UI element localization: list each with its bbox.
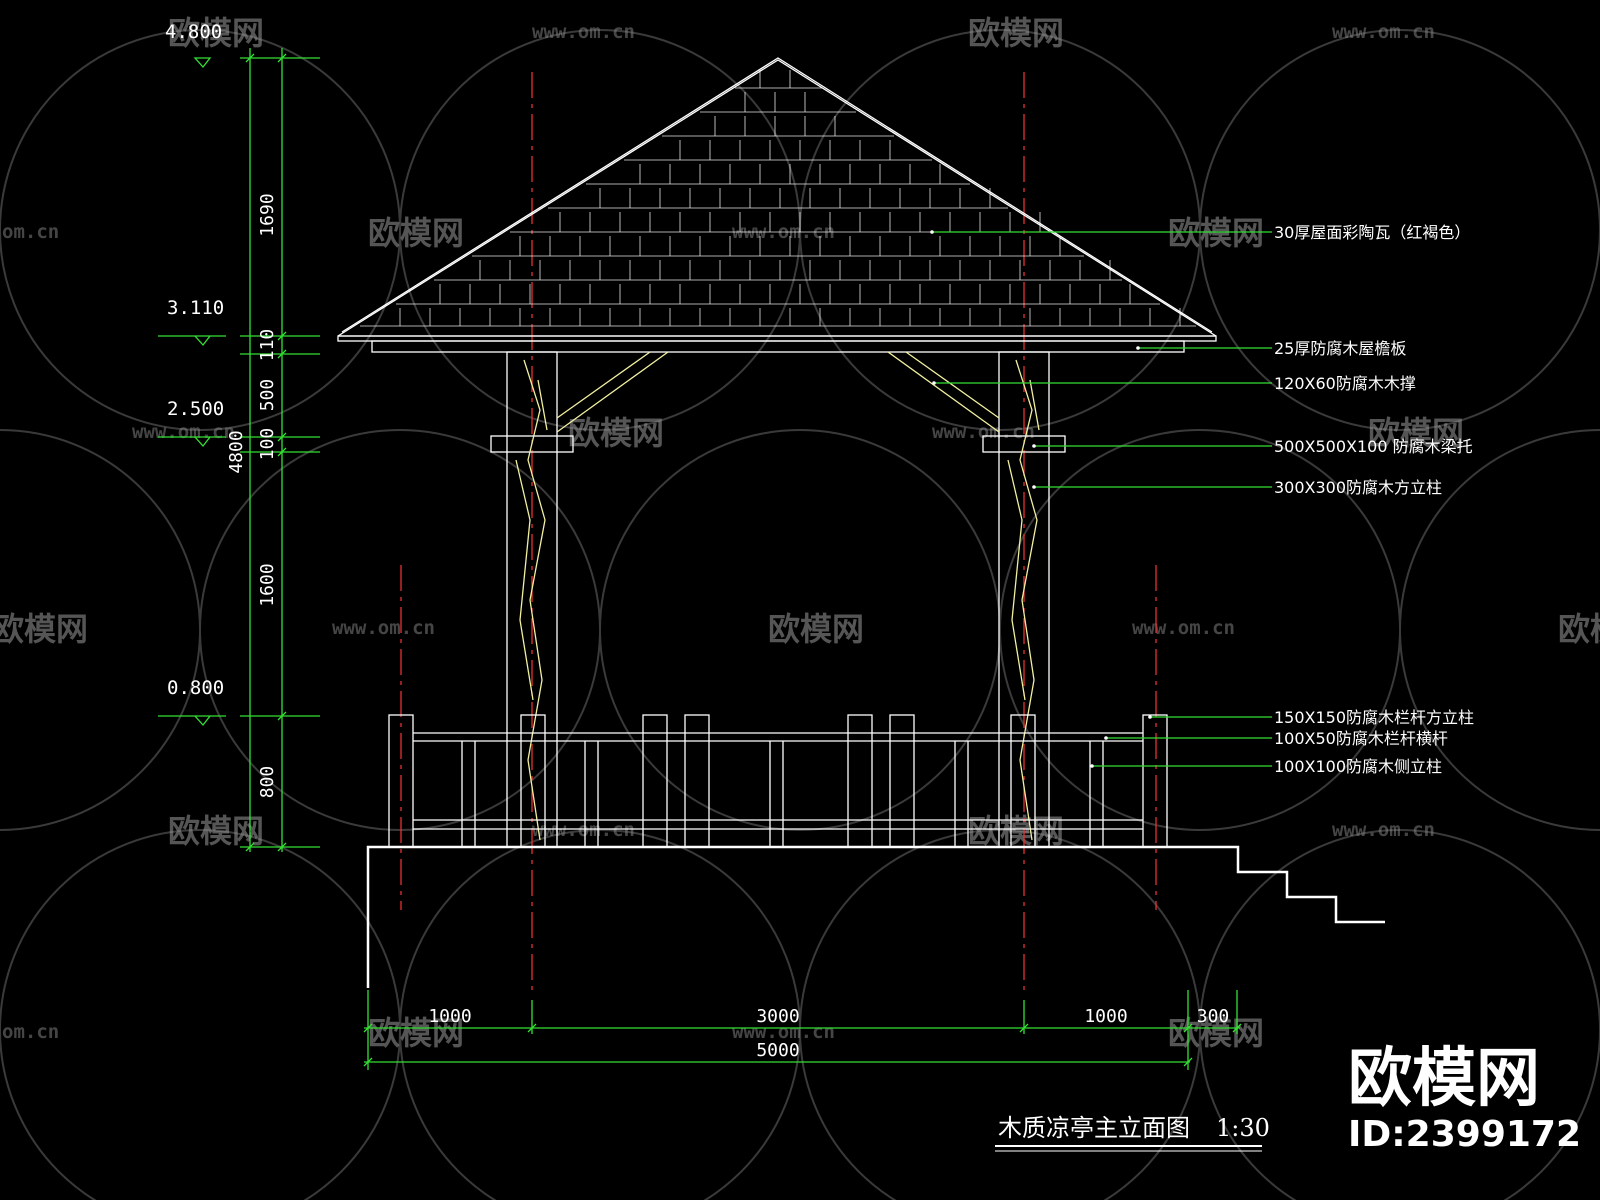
watermark-brand: 欧模网	[568, 414, 664, 452]
watermark-circles	[0, 29, 1600, 1200]
note-corbel: 500X500X100 防腐木梁托	[1274, 437, 1473, 456]
watermark-brand: 欧模网	[168, 14, 264, 52]
dim-500: 500	[257, 379, 278, 412]
watermark-brand: 欧模网	[1368, 414, 1464, 452]
level-2500: 2.500	[167, 398, 224, 420]
watermark-url: www.om.cn	[532, 819, 635, 841]
watermark-url: www.om.cn	[1132, 617, 1235, 639]
dim-1690: 1690	[257, 193, 278, 236]
watermark-url: www.om.cn	[1332, 21, 1435, 43]
platform	[366, 845, 1385, 988]
right-corbel	[982, 435, 1066, 453]
dim-1600: 1600	[257, 563, 278, 606]
watermark-brand: 欧模网	[768, 610, 864, 648]
centerlines	[400, 72, 1157, 995]
watermark-brand: 欧模网	[168, 812, 264, 850]
dim-800: 800	[257, 766, 278, 799]
watermark-brand: 欧模网	[368, 1014, 464, 1052]
watermark-url: om.cn	[2, 1021, 59, 1043]
leaders	[930, 230, 1272, 768]
watermark-url: www.om.cn	[732, 1021, 835, 1043]
brand-watermark: 欧模网 ID:2399172	[1348, 1042, 1581, 1155]
drawing-title: 木质凉亭主立面图	[998, 1114, 1190, 1142]
roof	[337, 57, 1217, 353]
level-3110: 3.110	[167, 297, 224, 319]
eave-board	[371, 340, 1185, 353]
level-4800: 4.800	[165, 21, 222, 43]
dim-300: 300	[1197, 1006, 1230, 1027]
watermark-brand: 欧模网	[1168, 1014, 1264, 1052]
dim-100: 100	[257, 428, 278, 461]
level-0800: 0.800	[167, 677, 224, 699]
watermark-url: www.om.cn	[1332, 819, 1435, 841]
note-brace: 120X60防腐木木撑	[1274, 374, 1416, 393]
note-column: 300X300防腐木方立柱	[1274, 478, 1442, 497]
watermark-brand: 欧模网	[1168, 214, 1264, 252]
watermark-url: om.cn	[2, 221, 59, 243]
left-corbel	[490, 435, 574, 453]
dim-3000: 3000	[756, 1006, 799, 1027]
watermark-url: www.om.cn	[932, 421, 1035, 443]
watermark-url: www.om.cn	[132, 421, 235, 443]
brand-logo-text: 欧模网	[1348, 1042, 1540, 1116]
note-railing-rail: 100X50防腐木栏杆横杆	[1274, 729, 1448, 748]
brand-id: ID:2399172	[1348, 1114, 1581, 1155]
annotations: 30厚屋面彩陶瓦（红褐色） 25厚防腐木屋檐板 120X60防腐木木撑 500X…	[1274, 223, 1474, 776]
watermark-brand: 欧模网	[968, 14, 1064, 52]
watermark-text: 欧模网 www.om.cn 欧模网 www.om.cn om.cn 欧模网 ww…	[0, 14, 1600, 1052]
watermark-url: www.om.cn	[332, 617, 435, 639]
note-eave-board: 25厚防腐木屋檐板	[1274, 339, 1406, 358]
vertical-dimensions: 1690 110 500 100 1600 800 4800 4.800 3.1…	[158, 21, 320, 852]
watermark-brand: 欧模网	[0, 610, 88, 648]
dim-total-5000: 5000	[756, 1040, 799, 1061]
drawing-title-block: 木质凉亭主立面图 1:30	[995, 1114, 1270, 1152]
watermark-brand: 欧模网	[968, 812, 1064, 850]
frame	[490, 351, 1066, 848]
watermark-url: www.om.cn	[532, 21, 635, 43]
dim-1000-left: 1000	[428, 1006, 471, 1027]
note-railing-post: 150X150防腐木栏杆方立柱	[1274, 708, 1474, 727]
dim-1000-right: 1000	[1084, 1006, 1127, 1027]
watermark-brand: 欧模网	[368, 214, 464, 252]
watermark-brand: 欧模网	[1558, 610, 1600, 648]
roof-tiles	[360, 70, 1196, 327]
dim-110: 110	[257, 329, 278, 362]
horizontal-dimensions: 1000 3000 1000 300 5000	[363, 990, 1242, 1070]
note-roof-tile: 30厚屋面彩陶瓦（红褐色）	[1274, 223, 1470, 242]
drawing-scale: 1:30	[1216, 1114, 1270, 1142]
note-side-post: 100X100防腐木侧立柱	[1274, 757, 1442, 776]
dim-total-4800: 4800	[226, 430, 247, 473]
